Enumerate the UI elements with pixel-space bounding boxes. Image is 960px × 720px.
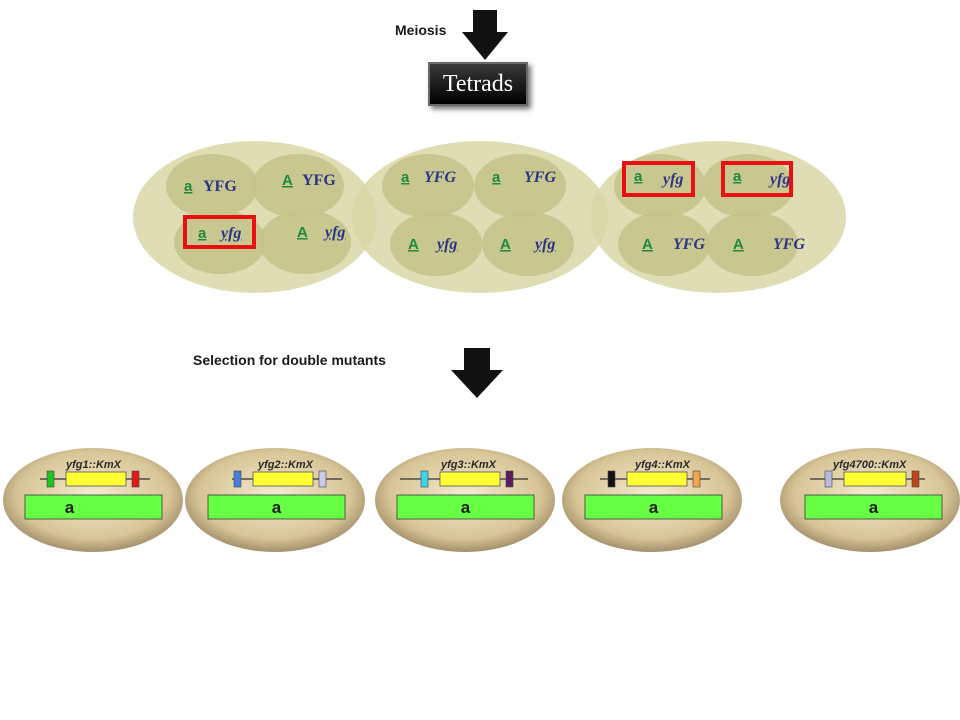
mating-type-value: a: [461, 498, 471, 517]
selected-spore-highlight: [183, 215, 256, 249]
mating-type-label: A: [642, 236, 653, 253]
mutant-label: yfg1::KmX: [65, 459, 122, 471]
mating-type-value: a: [649, 498, 659, 517]
mating-type-bar: [24, 494, 163, 520]
selection-label: Selection for double mutants: [193, 352, 386, 368]
mutant-label: yfg4700::KmX: [832, 459, 907, 471]
mating-type-label: a: [401, 169, 410, 186]
mating-type-bar: [207, 494, 346, 520]
left-flank-marker: [420, 470, 429, 488]
spore: [166, 154, 258, 218]
mating-type-label: a: [198, 225, 207, 242]
spore: [706, 212, 798, 276]
kmx-cassette: [252, 471, 314, 487]
kmx-cassette: [843, 471, 907, 487]
mating-type-value: a: [272, 498, 282, 517]
selection-arrow-icon: [451, 348, 503, 398]
left-flank-marker: [46, 470, 55, 488]
gene-label: YFG: [524, 169, 556, 186]
spore: [382, 154, 474, 218]
kmx-cassette: [439, 471, 501, 487]
gene-label: yfg: [435, 236, 457, 253]
gene-label: yfg: [768, 171, 790, 188]
mutant-label: yfg3::KmX: [440, 459, 497, 471]
mating-type-label: a: [184, 178, 193, 195]
kmx-cassette: [65, 471, 127, 487]
spore: [174, 210, 266, 274]
tetrads-label: Tetrads: [428, 62, 528, 106]
spore: [482, 212, 574, 276]
selected-spore-highlight: [721, 161, 793, 197]
mating-type-label: a: [634, 168, 643, 185]
meiosis-arrow-icon: [462, 10, 508, 60]
mutant-label: yfg4::KmX: [634, 459, 691, 471]
gene-label: yfg: [533, 236, 555, 253]
gene-label: YFG: [302, 172, 336, 189]
mutant-strains: yfg1::KmXayfg2::KmXayfg3::KmXayfg4::KmXa…: [3, 448, 960, 552]
mating-type-bar: [804, 494, 943, 520]
tetrad-ascus: [352, 141, 608, 293]
gene-label: YFG: [673, 236, 705, 253]
left-flank-marker: [607, 470, 616, 488]
right-flank-marker: [505, 470, 514, 488]
mating-type-label: a: [733, 168, 742, 185]
gene-label: YFG: [424, 169, 456, 186]
mating-type-label: A: [408, 236, 419, 253]
right-flank-marker: [911, 470, 920, 488]
mating-type-value: a: [869, 498, 879, 517]
mating-type-label: A: [500, 236, 511, 253]
mating-type-label: A: [733, 236, 744, 253]
meiosis-label: Meiosis: [395, 22, 447, 38]
mating-type-bar: [396, 494, 535, 520]
mating-type-label: A: [282, 172, 293, 189]
kmx-cassette: [626, 471, 688, 487]
right-flank-marker: [318, 470, 327, 488]
right-flank-marker: [692, 470, 701, 488]
gene-label: yfg: [323, 224, 345, 241]
gene-label: YFG: [773, 236, 805, 253]
gene-label: YFG: [203, 178, 237, 195]
selected-spore-highlight: [622, 161, 695, 197]
spore: [614, 154, 706, 218]
spore: [252, 154, 344, 218]
spore: [390, 212, 482, 276]
mating-type-label: A: [297, 224, 308, 241]
spore: [259, 210, 351, 274]
gene-label: yfg: [661, 171, 683, 188]
left-flank-marker: [233, 470, 242, 488]
mutant-label: yfg2::KmX: [257, 459, 314, 471]
spore: [618, 212, 710, 276]
right-flank-marker: [131, 470, 140, 488]
left-flank-marker: [824, 470, 833, 488]
gene-label: yfg: [219, 225, 241, 242]
mating-type-value: a: [65, 498, 75, 517]
mating-type-label: a: [492, 169, 501, 186]
spore: [474, 154, 566, 218]
mating-type-bar: [584, 494, 723, 520]
